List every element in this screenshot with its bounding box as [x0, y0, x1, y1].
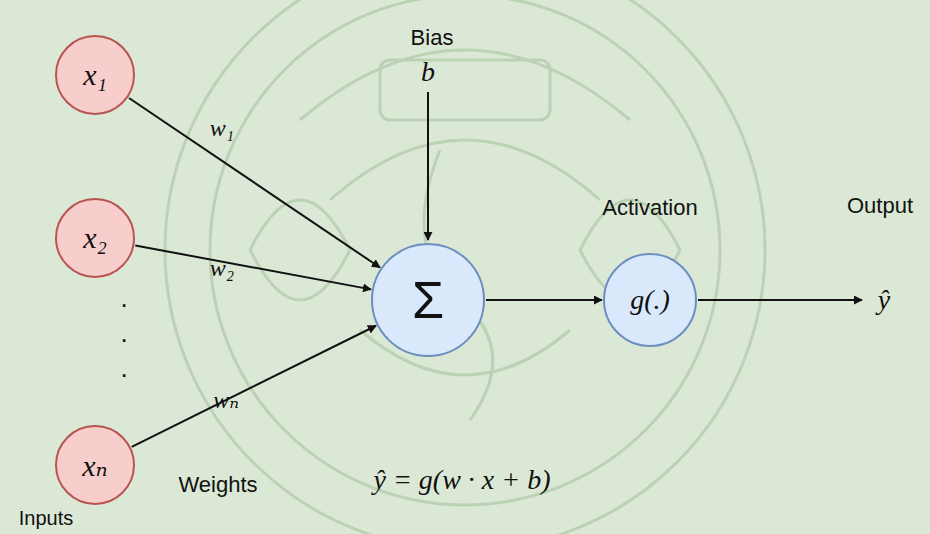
bias-label: Bias [411, 25, 454, 51]
node-text: x₂ [83, 221, 107, 255]
node-text: x₁ [83, 58, 107, 92]
output-symbol: ŷ [878, 284, 890, 316]
weighted-connection [486, 299, 602, 301]
input-circle: xₙ [55, 425, 135, 505]
weight-label: w₂ [210, 255, 234, 282]
bias-arrow [427, 92, 429, 240]
inputs-label: Inputs [19, 507, 73, 530]
ellipsis-dot: . [120, 318, 127, 349]
weight-label: wₙ [213, 386, 239, 414]
sum-circle: Σ [371, 243, 485, 357]
weighted-connection [132, 326, 376, 447]
activation-label: Activation [602, 195, 697, 221]
weighted-connection [135, 246, 371, 290]
output-label: Output [847, 193, 913, 219]
input-circle: x₂ [55, 198, 135, 278]
weighted-connection [129, 98, 380, 268]
node-text: Σ [412, 270, 444, 330]
node-text: g(.) [630, 284, 670, 316]
ellipsis-dot: . [120, 283, 127, 314]
bias-symbol: b [421, 56, 435, 88]
weight-label: w₁ [210, 115, 234, 142]
output-arrow [698, 299, 862, 301]
input-circle: x₁ [55, 35, 135, 115]
ellipsis-dot: . [120, 353, 127, 384]
formula: ŷ = g(w · x + b) [374, 464, 551, 496]
weights-label: Weights [178, 472, 257, 498]
activation-circle: g(.) [603, 253, 697, 347]
node-text: xₙ [82, 448, 107, 483]
